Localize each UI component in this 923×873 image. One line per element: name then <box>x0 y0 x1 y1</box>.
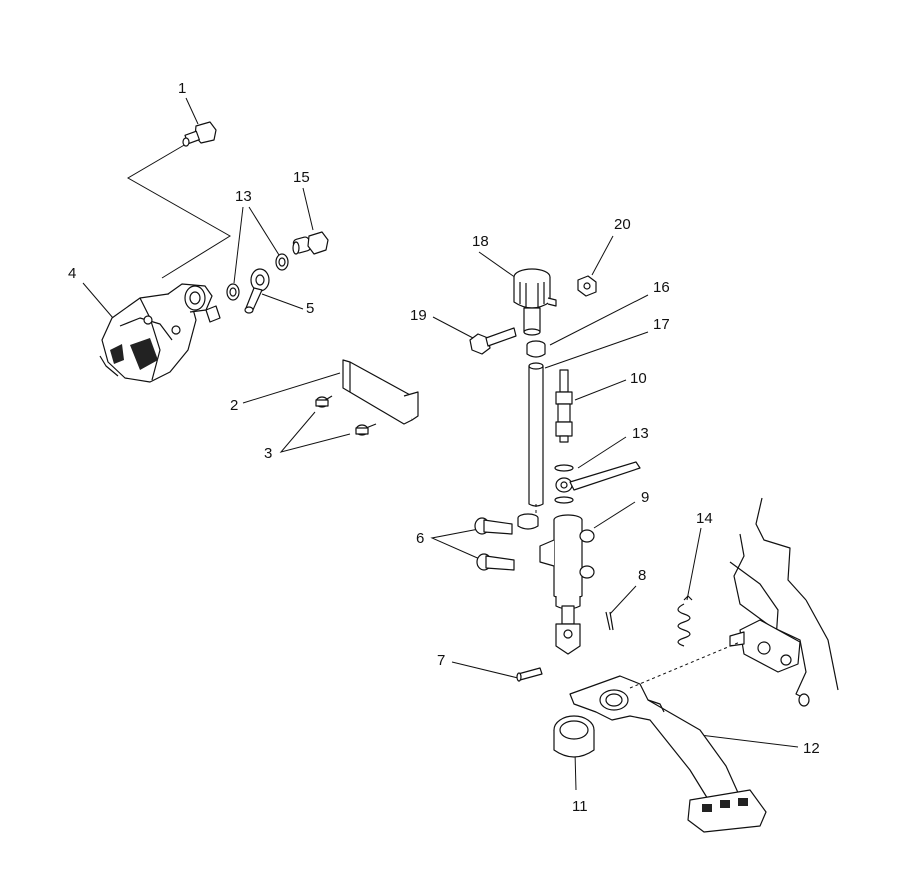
part-13-washers-cylinder <box>554 461 641 504</box>
callout-labels: 1 2 3 4 5 6 7 8 9 10 11 12 13 13 14 15 1… <box>68 80 820 815</box>
part-1-bolt <box>182 121 217 147</box>
callout-5: 5 <box>306 300 314 317</box>
callout-17: 17 <box>653 316 670 333</box>
part-15-banjo-bolt <box>292 231 329 255</box>
callout-7: 7 <box>437 652 445 669</box>
part-13-washers-caliper <box>226 253 289 301</box>
callout-11: 11 <box>572 798 588 815</box>
part-2-bracket <box>342 359 419 425</box>
callout-6: 6 <box>416 530 424 547</box>
callout-20: 20 <box>614 216 631 233</box>
callout-4: 4 <box>68 265 76 282</box>
callout-2: 2 <box>230 397 238 414</box>
part-4-caliper <box>99 283 221 383</box>
part-20-nut <box>577 275 597 297</box>
part-8-cotter-pin <box>605 611 614 631</box>
part-12-brake-pedal <box>569 641 767 833</box>
callout-19: 19 <box>410 307 427 324</box>
callout-13-cylinder: 13 <box>632 425 649 442</box>
callout-9: 9 <box>641 489 649 506</box>
leader-lines <box>82 97 799 791</box>
part-5-banjo <box>244 268 270 314</box>
callout-18: 18 <box>472 233 489 250</box>
part-6-bolts <box>474 517 515 571</box>
part-18-reservoir <box>513 268 557 336</box>
callout-10: 10 <box>630 370 647 387</box>
callout-8: 8 <box>638 567 646 584</box>
frame-bracket <box>729 497 839 707</box>
part-7-pin <box>516 667 543 682</box>
callout-12: 12 <box>803 740 820 757</box>
callout-15: 15 <box>293 169 310 186</box>
part-10-connector <box>555 369 573 443</box>
callout-13-caliper: 13 <box>235 188 252 205</box>
part-9-master-cylinder <box>517 513 595 655</box>
part-19-bolt <box>469 327 517 355</box>
callout-3: 3 <box>264 445 272 462</box>
callout-16: 16 <box>653 279 670 296</box>
part-17-hose <box>528 362 544 514</box>
callout-14: 14 <box>696 510 713 527</box>
part-14-spring <box>677 595 693 647</box>
part-3-bolts <box>315 395 377 436</box>
part-11-bushing <box>553 715 595 758</box>
part-16-clamp <box>526 340 546 358</box>
callout-1: 1 <box>178 80 186 97</box>
